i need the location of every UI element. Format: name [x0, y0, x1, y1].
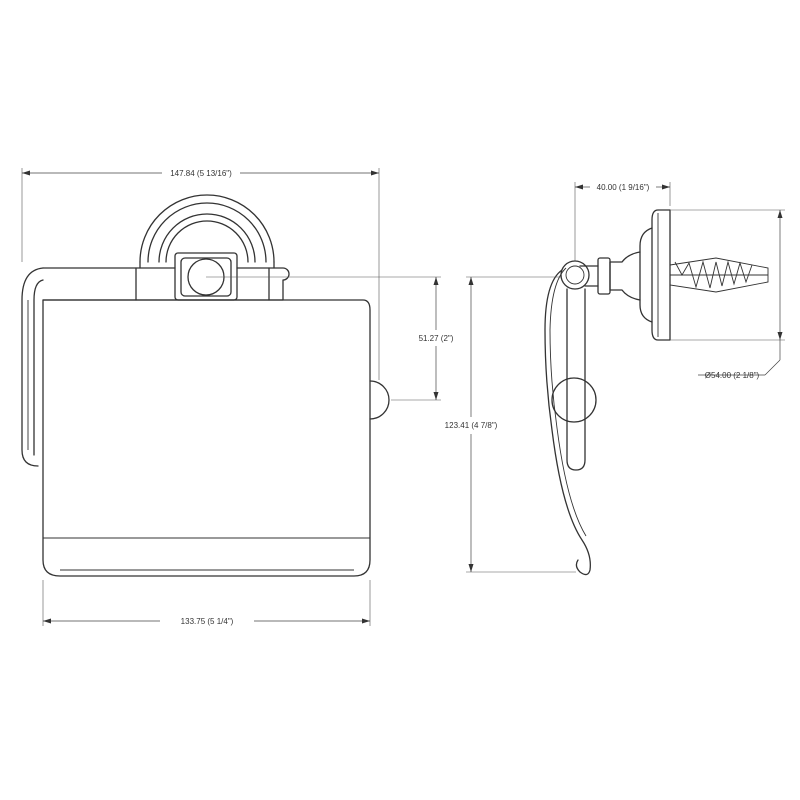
- dim-base-diameter-label: Ø54.00 (2 1/8"): [705, 371, 760, 380]
- side-view: [466, 182, 785, 576]
- side-pivot: [560, 260, 590, 290]
- dim-projection: 40.00 (1 9/16"): [575, 183, 670, 192]
- front-rosette: [139, 194, 275, 269]
- front-cover: [42, 299, 371, 577]
- side-wall-flange: [639, 209, 671, 341]
- dim-base-diameter: Ø54.00 (2 1/8"): [698, 210, 783, 380]
- side-roll-post: [566, 288, 586, 471]
- dim-cover-width-label: 133.75 (5 1/4"): [181, 617, 234, 626]
- dim-overall-width-label: 147.84 (5 13/16"): [170, 169, 232, 178]
- front-roll-post: [21, 267, 44, 467]
- dim-post-to-roller-label: 51.27 (2"): [419, 334, 454, 343]
- dim-overall-width: 147.84 (5 13/16"): [22, 169, 379, 178]
- dim-overall-height-label: 123.41 (4 7/8"): [445, 421, 498, 430]
- front-roller-knob: [369, 380, 390, 420]
- side-neck: [579, 251, 641, 301]
- dim-post-to-roller: 51.27 (2"): [419, 277, 454, 400]
- dim-projection-label: 40.00 (1 9/16"): [597, 183, 650, 192]
- front-view: [21, 168, 441, 626]
- dim-overall-height: 123.41 (4 7/8"): [445, 277, 498, 572]
- side-cover-leaf: [544, 267, 591, 576]
- side-wall-anchor: [669, 257, 769, 293]
- side-roller-knob: [551, 377, 597, 423]
- dim-cover-width: 133.75 (5 1/4"): [43, 617, 370, 626]
